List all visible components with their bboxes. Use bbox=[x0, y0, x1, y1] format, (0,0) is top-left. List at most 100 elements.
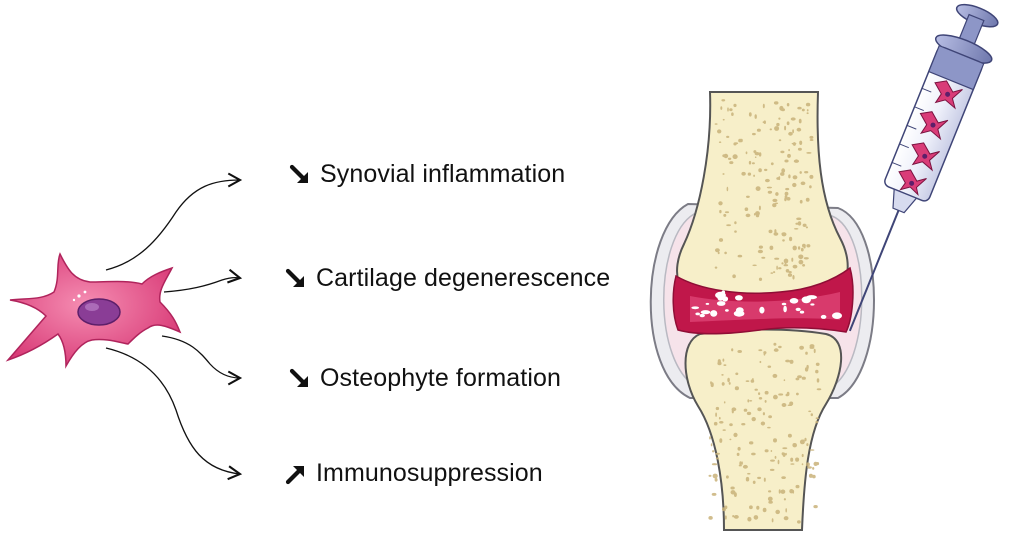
bone-pore bbox=[753, 213, 756, 216]
bone-pore bbox=[783, 498, 787, 501]
bone-pore bbox=[758, 168, 762, 173]
bone-pore bbox=[722, 118, 725, 121]
bone-pore bbox=[773, 348, 779, 352]
bone-pore bbox=[711, 492, 717, 496]
cartilage-fragment bbox=[783, 305, 787, 313]
bone-pore bbox=[795, 484, 800, 489]
cartilage-fragments bbox=[691, 290, 842, 320]
bone-pore bbox=[760, 421, 766, 426]
cartilage-fragment bbox=[735, 295, 743, 301]
bone-pore bbox=[737, 446, 741, 451]
bone-pore bbox=[764, 449, 769, 453]
bone-pore bbox=[735, 372, 739, 376]
cartilage-fragment bbox=[700, 310, 711, 315]
bone-pore bbox=[808, 410, 812, 413]
bone-pore bbox=[805, 102, 811, 107]
bone-pore bbox=[745, 213, 751, 218]
bone-pore bbox=[809, 185, 812, 189]
cartilage-fragment bbox=[795, 307, 801, 312]
bone-pore bbox=[784, 191, 789, 196]
bone-pore bbox=[780, 172, 785, 176]
bone-pore bbox=[804, 437, 807, 442]
bone-pore bbox=[758, 245, 764, 249]
bone-pore bbox=[733, 103, 737, 108]
bone-pore bbox=[719, 209, 722, 214]
bone-pore bbox=[769, 128, 772, 131]
bone-pore bbox=[778, 393, 784, 396]
bone-pore bbox=[804, 367, 809, 372]
bone-pore bbox=[715, 406, 720, 411]
bone-pore bbox=[792, 443, 797, 448]
bone-pore bbox=[775, 509, 780, 515]
cartilage-fragment bbox=[735, 307, 744, 314]
bone-pore bbox=[721, 99, 726, 102]
bone-pore bbox=[730, 486, 735, 490]
bone-pore bbox=[781, 452, 785, 456]
bone-pore bbox=[762, 121, 765, 124]
bone-pore bbox=[816, 378, 820, 383]
bone-pore bbox=[807, 466, 812, 469]
cartilage-fragment bbox=[716, 301, 726, 306]
cartilage-fragment bbox=[789, 298, 799, 304]
bone-pore bbox=[772, 373, 778, 378]
bone-pore bbox=[758, 277, 763, 281]
upper-bone bbox=[676, 91, 849, 304]
bone-pore bbox=[774, 455, 777, 459]
bone-pore bbox=[806, 112, 809, 115]
bone-pore bbox=[790, 457, 794, 462]
bone-pore bbox=[782, 447, 788, 450]
bone-pore bbox=[767, 426, 771, 429]
bone-pore bbox=[796, 127, 802, 132]
bone-pore bbox=[717, 129, 722, 134]
bone-pore bbox=[792, 175, 798, 180]
bone-pore bbox=[719, 438, 723, 443]
bone-pore bbox=[806, 109, 809, 112]
syringe-icon bbox=[848, 3, 999, 332]
bone-pore bbox=[775, 192, 779, 196]
bone-pore bbox=[773, 394, 778, 400]
bone-pore bbox=[809, 346, 815, 349]
cartilage-fragment bbox=[781, 302, 787, 306]
bone-pore bbox=[754, 152, 760, 156]
bone-pore bbox=[772, 198, 778, 203]
bone-pore bbox=[755, 186, 761, 192]
bone-pore bbox=[774, 257, 780, 260]
bone-pore bbox=[757, 249, 764, 254]
bone-pore bbox=[721, 374, 724, 376]
arrow-down-right-icon bbox=[285, 268, 304, 287]
bone-pore bbox=[712, 473, 718, 479]
bone-pore bbox=[787, 153, 791, 158]
bone-pore bbox=[717, 251, 720, 255]
bone-pore bbox=[768, 415, 772, 419]
bone-pore bbox=[747, 516, 752, 522]
bone-pore bbox=[722, 173, 725, 175]
bone-pore bbox=[736, 452, 740, 456]
bone-pore bbox=[726, 186, 729, 192]
bone-pore bbox=[729, 438, 732, 441]
cartilage-fragment bbox=[820, 314, 827, 319]
bone-pore bbox=[757, 407, 762, 412]
bone-pore bbox=[723, 364, 727, 366]
cartilage-fragment bbox=[710, 310, 718, 317]
bone-pore bbox=[773, 271, 776, 274]
bone-pore bbox=[797, 106, 802, 110]
bone-pore bbox=[781, 168, 786, 173]
bone-pore bbox=[798, 259, 804, 265]
bone-pore bbox=[731, 407, 737, 412]
bone-pore bbox=[789, 236, 793, 242]
bone-pore bbox=[770, 450, 773, 452]
bone-pore bbox=[778, 345, 782, 349]
bone-pore bbox=[741, 171, 746, 176]
bone-pore bbox=[808, 473, 813, 478]
bone-pore bbox=[750, 379, 755, 383]
bone-pore bbox=[799, 171, 802, 174]
bone-pore bbox=[774, 126, 780, 131]
bone-pore bbox=[758, 397, 763, 400]
bone-pore bbox=[756, 505, 760, 510]
bone-pore bbox=[720, 106, 723, 110]
bone-pore bbox=[812, 467, 815, 470]
bone-pore bbox=[749, 441, 754, 445]
effect-label: Osteophyte formation bbox=[320, 364, 562, 392]
bone-pore bbox=[813, 505, 818, 509]
bone-pore bbox=[806, 152, 812, 154]
